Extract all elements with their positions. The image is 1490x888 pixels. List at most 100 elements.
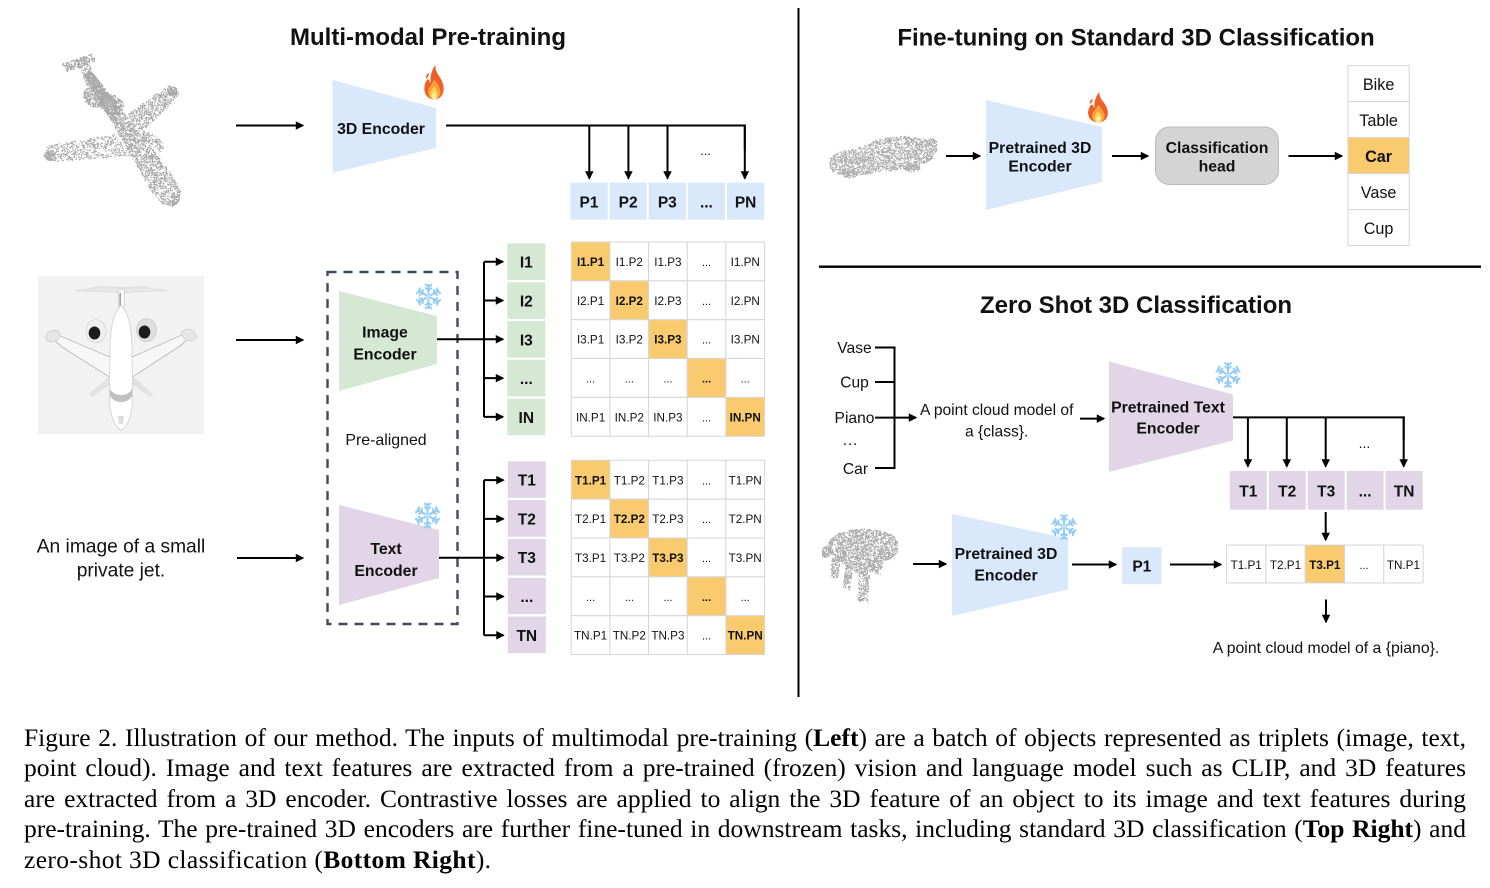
svg-text:...: ... <box>663 374 672 386</box>
svg-text:...: ... <box>741 374 750 386</box>
svg-text:T1.P1: T1.P1 <box>575 474 607 487</box>
svg-text:...: ... <box>702 257 711 269</box>
svg-text:TN.P2: TN.P2 <box>613 630 646 643</box>
svg-text:3D Encoder: 3D Encoder <box>337 121 425 138</box>
svg-text:I3: I3 <box>520 332 533 349</box>
svg-text:Car: Car <box>1365 148 1393 166</box>
svg-text:private jet.: private jet. <box>77 561 166 582</box>
svg-text:...: ... <box>1359 484 1372 501</box>
svg-text:head: head <box>1199 159 1236 176</box>
svg-text:Vase: Vase <box>837 340 871 357</box>
svg-text:I1: I1 <box>520 255 533 272</box>
svg-text:T2.P3: T2.P3 <box>652 513 683 526</box>
svg-text:T1: T1 <box>1239 484 1257 501</box>
svg-text:Pretrained Text: Pretrained Text <box>1111 400 1226 417</box>
svg-text:...: ... <box>625 592 634 604</box>
svg-text:T1.P2: T1.P2 <box>614 474 645 487</box>
svg-text:T2.P2: T2.P2 <box>614 513 646 526</box>
svg-text:T2.P1: T2.P1 <box>575 513 606 526</box>
svg-text:...: ... <box>520 371 533 388</box>
svg-text:...: ... <box>586 374 595 386</box>
svg-text:I2.P3: I2.P3 <box>654 295 681 308</box>
svg-text:T3.P2: T3.P2 <box>614 552 645 565</box>
svg-text:Zero Shot 3D Classification: Zero Shot 3D Classification <box>980 292 1292 319</box>
svg-text:I2.P2: I2.P2 <box>616 295 644 308</box>
svg-text:TN.P1: TN.P1 <box>574 630 607 643</box>
svg-text:...: ... <box>702 374 711 386</box>
svg-text:I3.P2: I3.P2 <box>616 334 643 347</box>
svg-text:T1.P3: T1.P3 <box>652 474 683 487</box>
svg-text:P1: P1 <box>1132 559 1151 576</box>
svg-text:TN: TN <box>516 628 537 645</box>
svg-text:...: ... <box>700 195 713 212</box>
svg-text:Pretrained 3D: Pretrained 3D <box>955 546 1058 563</box>
svg-text:IN.P2: IN.P2 <box>615 411 644 424</box>
svg-text:T3.P3: T3.P3 <box>652 552 684 565</box>
svg-text:IN.PN: IN.PN <box>730 411 761 424</box>
svg-text:Pre-aligned: Pre-aligned <box>345 432 426 449</box>
svg-text:...: ... <box>700 143 711 158</box>
svg-text:Encoder: Encoder <box>974 568 1037 585</box>
svg-text:I3.P3: I3.P3 <box>654 334 682 347</box>
svg-text:Multi-modal Pre-training: Multi-modal Pre-training <box>290 24 566 51</box>
svg-text:P1: P1 <box>580 195 599 212</box>
svg-text:Cup: Cup <box>1364 220 1394 238</box>
svg-text:TN.P3: TN.P3 <box>651 630 684 643</box>
svg-text:...: ... <box>702 631 711 643</box>
svg-text:Encoder: Encoder <box>1136 421 1199 438</box>
svg-text:I1.P3: I1.P3 <box>654 256 681 269</box>
svg-text:...: ... <box>520 589 533 606</box>
svg-text:I1.P1: I1.P1 <box>577 256 605 269</box>
svg-text:An image of a small: An image of a small <box>37 537 206 558</box>
svg-text:...: ... <box>741 592 750 604</box>
svg-text:T1.PN: T1.PN <box>729 474 762 487</box>
svg-text:TN.PN: TN.PN <box>728 630 763 643</box>
svg-text:...: ... <box>586 592 595 604</box>
svg-text:IN.P3: IN.P3 <box>653 411 682 424</box>
svg-text:Classification: Classification <box>1166 140 1269 157</box>
svg-text:I2.PN: I2.PN <box>731 295 760 308</box>
svg-text:Piano: Piano <box>835 410 875 427</box>
svg-text:Text: Text <box>370 541 402 558</box>
svg-text:I2: I2 <box>520 294 533 311</box>
svg-text:...: ... <box>702 592 711 604</box>
svg-text:Image: Image <box>362 325 408 342</box>
svg-text:A point cloud model of a {pian: A point cloud model of a {piano}. <box>1213 640 1440 657</box>
svg-text:...: ... <box>702 412 711 424</box>
svg-text:P3: P3 <box>658 195 677 212</box>
svg-text:I2.P1: I2.P1 <box>577 295 604 308</box>
svg-text:T1.P1: T1.P1 <box>1231 559 1262 572</box>
svg-text:IN: IN <box>519 410 535 427</box>
svg-text:Bike: Bike <box>1363 76 1395 94</box>
svg-text:Vase: Vase <box>1361 184 1397 202</box>
svg-text:T3: T3 <box>1317 484 1335 501</box>
svg-text:T3.P1: T3.P1 <box>575 552 606 565</box>
svg-text:T1: T1 <box>518 473 536 490</box>
svg-text:Encoder: Encoder <box>353 347 416 364</box>
svg-text:Table: Table <box>1359 112 1398 130</box>
svg-text:...: ... <box>663 592 672 604</box>
svg-text:…: … <box>842 432 858 449</box>
svg-text:Car: Car <box>843 461 868 478</box>
svg-text:T2: T2 <box>1278 484 1296 501</box>
svg-text:T3.PN: T3.PN <box>729 552 762 565</box>
svg-text:...: ... <box>1360 560 1369 572</box>
svg-text:I1.P2: I1.P2 <box>616 256 643 269</box>
svg-text:I3.P1: I3.P1 <box>577 334 604 347</box>
svg-text:TN: TN <box>1394 484 1415 501</box>
svg-text:...: ... <box>1359 435 1371 451</box>
svg-text:...: ... <box>702 553 711 565</box>
svg-text:A point cloud model of: A point cloud model of <box>920 402 1074 419</box>
svg-text:Cup: Cup <box>840 375 869 392</box>
svg-text:T2: T2 <box>518 511 536 528</box>
svg-text:I3.PN: I3.PN <box>731 334 760 347</box>
svg-text:T3: T3 <box>518 550 536 567</box>
svg-text:a {class}.: a {class}. <box>965 424 1028 441</box>
svg-text:...: ... <box>702 296 711 308</box>
svg-text:IN.P1: IN.P1 <box>576 411 605 424</box>
svg-text:...: ... <box>702 335 711 347</box>
svg-text:Pretrained 3D: Pretrained 3D <box>989 140 1092 157</box>
svg-text:...: ... <box>702 475 711 487</box>
svg-text:T3.P1: T3.P1 <box>1309 559 1341 572</box>
svg-text:TN.P1: TN.P1 <box>1387 559 1420 572</box>
